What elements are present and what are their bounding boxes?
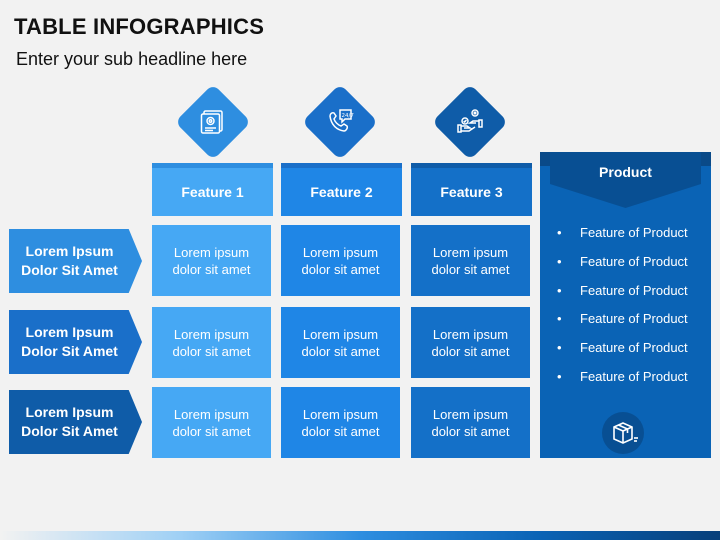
feature-3-diamond: [431, 83, 509, 161]
cell-line2: dolor sit amet: [431, 343, 510, 359]
certificate-icon: [193, 102, 233, 142]
cell-line1: Lorem ipsum: [302, 244, 379, 260]
cell-line1: Lorem ipsum: [173, 406, 250, 422]
list-item: Feature of Product: [540, 334, 711, 363]
table-cell: Lorem ipsum dolor sit amet: [152, 387, 271, 458]
cell-line1: Lorem ipsum: [302, 406, 379, 422]
feature-1-label: Feature 1: [181, 184, 244, 200]
list-item: Feature of Product: [540, 305, 711, 334]
list-item: Feature of Product: [540, 277, 711, 306]
list-item: Feature of Product: [540, 248, 711, 277]
row-label-2: Lorem Ipsum Dolor Sit Amet: [9, 310, 142, 374]
row-label-1: Lorem Ipsum Dolor Sit Amet: [9, 229, 142, 293]
support-24-7-icon: 24/7: [320, 102, 360, 142]
table-cell: Lorem ipsum dolor sit amet: [152, 307, 271, 378]
cell-line2: dolor sit amet: [301, 343, 380, 359]
package-box-icon: [600, 410, 650, 460]
cell-line2: dolor sit amet: [172, 423, 251, 439]
row-label-1-line1: Lorem Ipsum: [25, 243, 114, 259]
table-cell: Lorem ipsum dolor sit amet: [281, 387, 400, 458]
cell-line1: Lorem ipsum: [432, 244, 509, 260]
footer-gradient-bar: [0, 531, 720, 540]
feature-3-label: Feature 3: [440, 184, 503, 200]
feature-3-header: Feature 3: [411, 163, 532, 216]
cell-line1: Lorem ipsum: [173, 244, 250, 260]
table-cell: Lorem ipsum dolor sit amet: [411, 307, 530, 378]
product-panel: Product Feature of Product Feature of Pr…: [540, 152, 711, 458]
table-cell: Lorem ipsum dolor sit amet: [281, 307, 400, 378]
cell-line2: dolor sit amet: [172, 343, 251, 359]
row-label-3: Lorem Ipsum Dolor Sit Amet: [9, 390, 142, 454]
cell-line1: Lorem ipsum: [173, 326, 250, 342]
table-cell: Lorem ipsum dolor sit amet: [281, 225, 400, 296]
table-cell: Lorem ipsum dolor sit amet: [411, 387, 530, 458]
row-label-2-line2: Dolor Sit Amet: [21, 343, 118, 359]
product-title: Product: [599, 164, 652, 180]
table-cell: Lorem ipsum dolor sit amet: [152, 225, 271, 296]
feature-1-diamond: [174, 83, 252, 161]
row-label-3-line2: Dolor Sit Amet: [21, 423, 118, 439]
table-cell: Lorem ipsum dolor sit amet: [411, 225, 530, 296]
cell-line2: dolor sit amet: [301, 261, 380, 277]
svg-text:24/7: 24/7: [342, 113, 355, 119]
product-feature-list: Feature of Product Feature of Product Fe…: [540, 219, 711, 392]
page-title: TABLE INFOGRAPHICS: [14, 14, 265, 39]
row-label-1-line2: Dolor Sit Amet: [21, 262, 118, 278]
row-label-3-line1: Lorem Ipsum: [25, 404, 114, 420]
cell-line2: dolor sit amet: [301, 423, 380, 439]
list-item: Feature of Product: [540, 363, 711, 392]
cell-line2: dolor sit amet: [431, 261, 510, 277]
row-label-2-line1: Lorem Ipsum: [25, 324, 114, 340]
feature-2-diamond: 24/7: [301, 83, 379, 161]
list-item: Feature of Product: [540, 219, 711, 248]
feature-1-header: Feature 1: [152, 163, 273, 216]
feature-2-label: Feature 2: [310, 184, 373, 200]
cell-line1: Lorem ipsum: [302, 326, 379, 342]
feature-2-header: Feature 2: [281, 163, 402, 216]
cell-line1: Lorem ipsum: [432, 406, 509, 422]
cell-line2: dolor sit amet: [172, 261, 251, 277]
handshake-icon: [450, 102, 490, 142]
page-subtitle: Enter your sub headline here: [16, 49, 248, 69]
cell-line2: dolor sit amet: [431, 423, 510, 439]
cell-line1: Lorem ipsum: [432, 326, 509, 342]
product-header-chevron: [540, 152, 711, 208]
